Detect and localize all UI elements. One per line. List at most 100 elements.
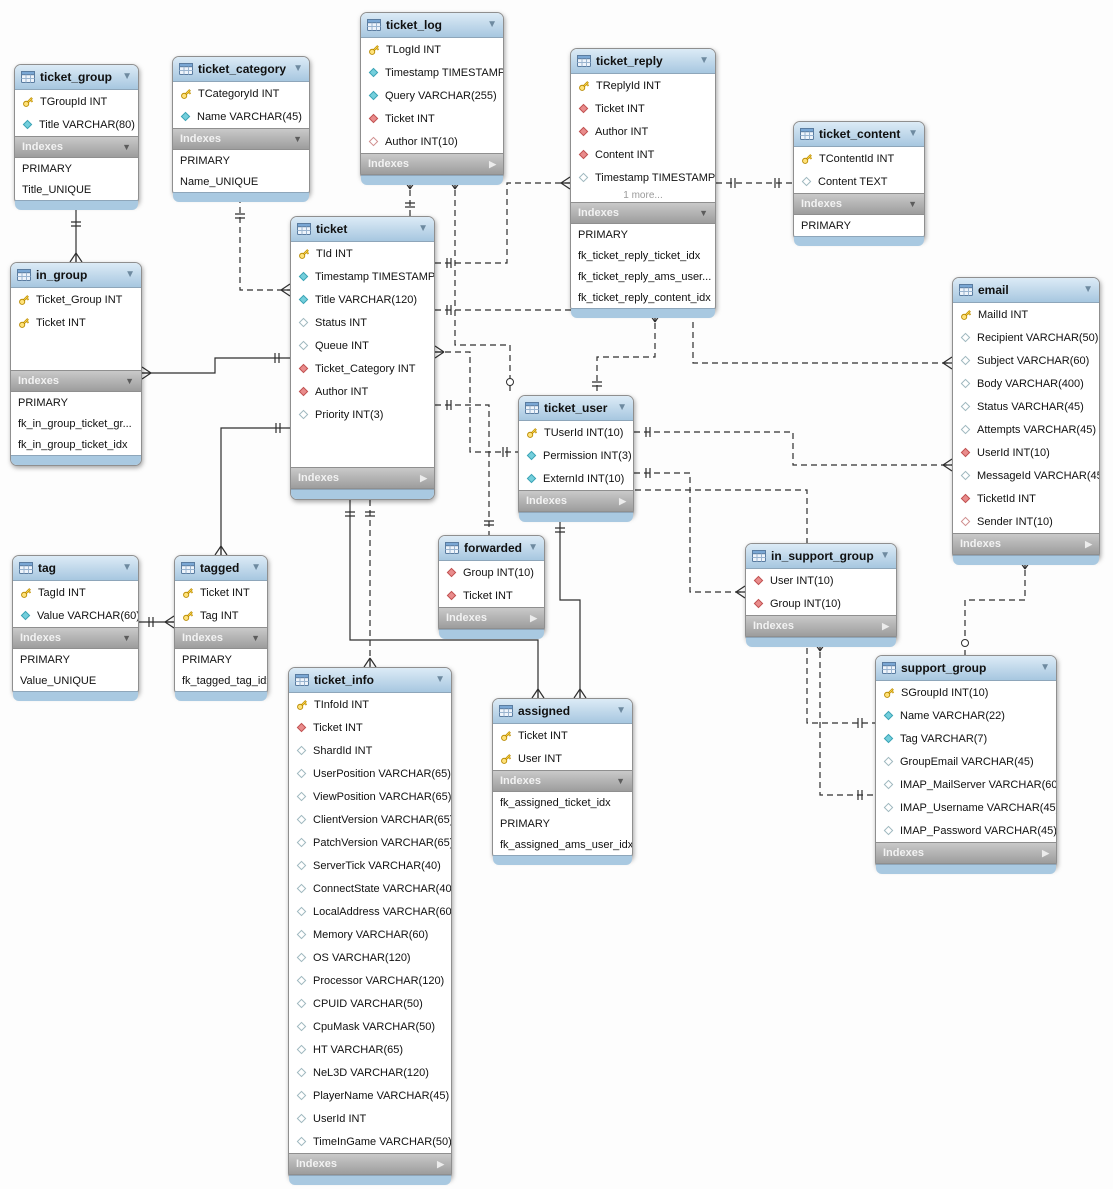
table-header-support_group[interactable]: support_group▼ [876, 656, 1056, 681]
indexes-expand-icon[interactable]: ▶ [437, 1158, 444, 1169]
relationship-ticket_reply-ticket_user[interactable] [596, 313, 656, 395]
indexes-section-header[interactable]: Indexes▶ [876, 842, 1056, 864]
table-collapse-icon[interactable]: ▼ [122, 562, 132, 573]
table-collapse-icon[interactable]: ▼ [880, 550, 890, 561]
indexes-collapse-icon[interactable]: ▼ [122, 141, 131, 152]
indexes-expand-icon[interactable]: ▶ [882, 620, 889, 631]
table-ticket_user[interactable]: ticket_user▼TUserId INT(10)Permission IN… [518, 395, 634, 522]
indexes-collapse-icon[interactable]: ▼ [616, 775, 625, 786]
indexes-section-header[interactable]: Indexes▼ [13, 627, 138, 649]
table-header-in_support_group[interactable]: in_support_group▼ [746, 544, 896, 569]
table-header-forwarded[interactable]: forwarded▼ [439, 536, 544, 561]
relationship-ticket_user-assigned[interactable] [559, 517, 581, 698]
table-header-in_group[interactable]: in_group▼ [11, 263, 141, 288]
table-collapse-icon[interactable]: ▼ [125, 269, 135, 280]
table-collapse-icon[interactable]: ▼ [487, 19, 497, 30]
indexes-collapse-icon[interactable]: ▼ [251, 632, 260, 643]
relationship-ticket_category-ticket[interactable] [239, 197, 290, 291]
table-collapse-icon[interactable]: ▼ [699, 55, 709, 66]
table-collapse-icon[interactable]: ▼ [528, 542, 538, 553]
table-header-tag[interactable]: tag▼ [13, 556, 138, 581]
indexes-section-header[interactable]: Indexes▼ [571, 202, 715, 224]
table-header-ticket_reply[interactable]: ticket_reply▼ [571, 49, 715, 74]
indexes-section-header[interactable]: Indexes▶ [361, 153, 503, 175]
indexes-section-header[interactable]: Indexes▼ [493, 770, 632, 792]
table-collapse-icon[interactable]: ▼ [908, 128, 918, 139]
relationship-forwarded-support_group[interactable] [545, 489, 875, 724]
indexes-section-header[interactable]: Indexes▶ [519, 490, 633, 512]
table-collapse-icon[interactable]: ▼ [1083, 284, 1093, 295]
table-header-ticket_category[interactable]: ticket_category▼ [173, 57, 309, 82]
indexes-collapse-icon[interactable]: ▼ [122, 632, 131, 643]
indexes-section-header[interactable]: Indexes▶ [953, 533, 1099, 555]
indexes-section-header[interactable]: Indexes▶ [746, 615, 896, 637]
relationship-ticket_log-ticket_user[interactable] [454, 180, 511, 395]
table-header-ticket[interactable]: ticket▼ [291, 217, 434, 242]
indexes-section-header[interactable]: Indexes▼ [11, 370, 141, 392]
relationship-ticket-forwarded[interactable] [435, 404, 490, 535]
table-collapse-icon[interactable]: ▼ [293, 63, 303, 74]
indexes-expand-icon[interactable]: ▶ [1042, 847, 1049, 858]
diamond-teal-outline-attribute-icon [296, 929, 307, 940]
relationship-ticket-ticket_user[interactable] [435, 351, 518, 453]
indexes-section-header[interactable]: Indexes▶ [289, 1153, 451, 1175]
indexes-section-header[interactable]: Indexes▼ [794, 193, 924, 215]
table-collapse-icon[interactable]: ▼ [418, 223, 428, 234]
indexes-expand-icon[interactable]: ▶ [619, 495, 626, 506]
table-collapse-icon[interactable]: ▼ [435, 674, 445, 685]
indexes-section-header[interactable]: Indexes▼ [175, 627, 267, 649]
indexes-section-header[interactable]: Indexes▶ [291, 467, 434, 489]
indexes-section-header[interactable]: Indexes▶ [439, 607, 544, 629]
indexes-collapse-icon[interactable]: ▼ [908, 198, 917, 209]
table-collapse-icon[interactable]: ▼ [617, 402, 627, 413]
relationship-in_support_group-support_group[interactable] [819, 642, 875, 796]
relationship-ticket_user-email[interactable] [634, 431, 952, 466]
relationship-ticket-tagged[interactable] [220, 427, 290, 555]
indexes-section-header[interactable]: Indexes▼ [15, 136, 138, 158]
indexes-expand-icon[interactable]: ▶ [1085, 538, 1092, 549]
table-collapse-icon[interactable]: ▼ [251, 562, 261, 573]
indexes-collapse-icon[interactable]: ▼ [293, 133, 302, 144]
table-collapse-icon[interactable]: ▼ [122, 71, 132, 82]
relationship-in_group-ticket[interactable] [142, 357, 290, 374]
table-header-tagged[interactable]: tagged▼ [175, 556, 267, 581]
indexes-section-header[interactable]: Indexes▼ [173, 128, 309, 150]
table-header-ticket_info[interactable]: ticket_info▼ [289, 668, 451, 693]
column-row: Ticket INT [493, 724, 632, 747]
table-header-ticket_group[interactable]: ticket_group▼ [15, 65, 138, 90]
table-collapse-icon[interactable]: ▼ [1040, 662, 1050, 673]
indexes-collapse-icon[interactable]: ▼ [125, 375, 134, 386]
relationship-ticket-ticket_reply[interactable] [435, 182, 570, 264]
more-columns-indicator[interactable]: 1 more... [623, 190, 663, 201]
table-icon [752, 550, 766, 562]
table-header-ticket_log[interactable]: ticket_log▼ [361, 13, 503, 38]
indexes-expand-icon[interactable]: ▶ [489, 158, 496, 169]
relationship-email-support_group[interactable] [964, 560, 1026, 655]
table-header-ticket_content[interactable]: ticket_content▼ [794, 122, 924, 147]
table-header-ticket_user[interactable]: ticket_user▼ [519, 396, 633, 421]
table-support_group[interactable]: support_group▼SGroupId INT(10)Name VARCH… [875, 655, 1057, 874]
indexes-collapse-icon[interactable]: ▼ [699, 207, 708, 218]
relationship-ticket-email[interactable] [435, 309, 952, 364]
table-header-assigned[interactable]: assigned▼ [493, 699, 632, 724]
indexes-expand-icon[interactable]: ▶ [530, 612, 537, 623]
table-header-email[interactable]: email▼ [953, 278, 1099, 303]
indexes-expand-icon[interactable]: ▶ [420, 472, 427, 483]
relationship-ticket_user-in_support_group[interactable] [634, 472, 745, 593]
table-in_support_group[interactable]: in_support_group▼User INT(10)Group INT(1… [745, 543, 897, 647]
relationship-ticket-assigned[interactable] [349, 500, 539, 698]
table-collapse-icon[interactable]: ▼ [616, 705, 626, 716]
